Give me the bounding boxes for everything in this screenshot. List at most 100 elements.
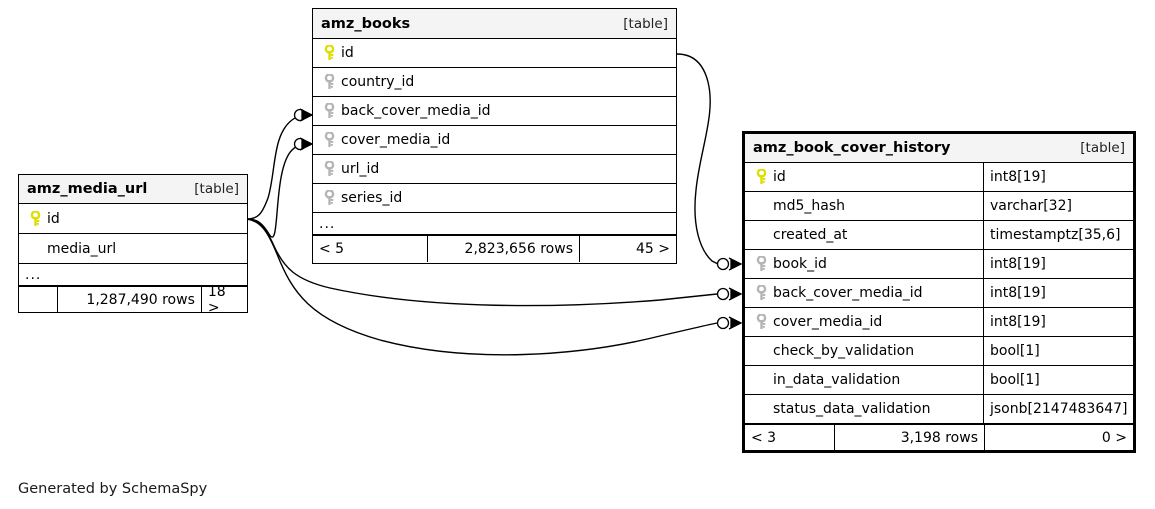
column-name: country_id (341, 74, 415, 90)
column-name: media_url (47, 240, 117, 257)
table-type-tag: [table] (194, 181, 239, 197)
edge-media-url-to-books-back-cover (246, 114, 303, 220)
column-type: int8[19] (983, 279, 1133, 307)
footer-row-count: 2,823,656 rows (428, 236, 580, 262)
more-columns-indicator[interactable]: ... (19, 264, 247, 286)
table-row[interactable]: back_cover_media_id int8[19] (745, 279, 1133, 308)
table-row[interactable]: cover_media_id int8[19] (745, 308, 1133, 337)
table-row[interactable]: series_id (313, 184, 676, 213)
table-amz-book-cover-history[interactable]: amz_book_cover_history [table] id int8[1… (742, 131, 1136, 453)
column-type: int8[19] (983, 250, 1133, 278)
table-row[interactable]: status_data_validation jsonb[2147483647] (745, 395, 1133, 424)
column-cell: check_by_validation (745, 337, 983, 365)
column-type: varchar[32] (983, 192, 1133, 220)
column-cell: series_id (313, 184, 676, 212)
column-name: id (341, 45, 354, 61)
column-name: cover_media_id (341, 132, 451, 148)
table-row[interactable]: check_by_validation bool[1] (745, 337, 1133, 366)
footer-next-count[interactable]: 45 > (636, 241, 670, 257)
footer-row-count: 1,287,490 rows (58, 287, 202, 313)
more-columns-indicator[interactable]: ... (313, 213, 676, 235)
column-name: md5_hash (773, 198, 846, 214)
column-cell: created_at (745, 221, 983, 249)
column-name: url_id (341, 161, 380, 177)
column-name: id (773, 169, 786, 185)
table-type-tag: [table] (623, 15, 668, 32)
key-icon-foreign (751, 285, 771, 301)
column-type: bool[1] (983, 366, 1133, 394)
column-type: bool[1] (983, 337, 1133, 365)
key-icon-foreign (751, 256, 771, 272)
edge-endpoint-circle (293, 137, 307, 151)
edge-endpoint-circle (716, 287, 730, 301)
key-icon-primary (25, 210, 45, 227)
column-name: created_at (773, 227, 848, 243)
table-row[interactable]: media_url (19, 234, 247, 264)
column-cell: id (19, 204, 247, 233)
column-cell: country_id (313, 68, 676, 96)
column-type: jsonb[2147483647] (983, 395, 1133, 423)
column-cell: status_data_validation (745, 395, 983, 423)
column-cell: book_id (745, 250, 983, 278)
key-icon-primary (751, 169, 771, 185)
footer-next-count[interactable]: 18 > (207, 284, 226, 316)
column-cell: md5_hash (745, 192, 983, 220)
footer-prev-count[interactable] (19, 287, 59, 313)
key-icon-foreign (751, 314, 771, 330)
edge-endpoint-circle (716, 316, 730, 330)
key-icon-foreign (319, 74, 339, 90)
table-row[interactable]: book_id int8[19] (745, 250, 1133, 279)
edge-endpoint-circle (716, 257, 730, 271)
column-cell: url_id (313, 155, 676, 183)
key-icon-foreign (319, 161, 339, 177)
column-type: timestamptz[35,6] (983, 221, 1133, 249)
crowsfoot-arrow-filled (730, 257, 743, 271)
table-amz-books[interactable]: amz_books [table] id (312, 8, 677, 264)
table-row[interactable]: country_id (313, 68, 676, 97)
column-cell: id (745, 163, 983, 191)
table-row[interactable]: in_data_validation bool[1] (745, 366, 1133, 395)
crowsfoot-arrow (299, 108, 312, 122)
column-cell: back_cover_media_id (745, 279, 983, 307)
table-row[interactable]: back_cover_media_id (313, 97, 676, 126)
column-cell: cover_media_id (745, 308, 983, 336)
table-row[interactable]: cover_media_id (313, 126, 676, 155)
column-name: check_by_validation (773, 343, 915, 359)
crowsfoot-arrow (728, 287, 741, 301)
column-name: back_cover_media_id (773, 285, 923, 301)
edge-endpoint-circle (293, 108, 307, 122)
table-row[interactable]: url_id (313, 155, 676, 184)
table-row[interactable]: id int8[19] (745, 163, 1133, 192)
column-cell: cover_media_id (313, 126, 676, 154)
crowsfoot-arrow-filled (730, 287, 743, 301)
edge-books-to-bch-book-id (676, 53, 719, 265)
crowsfoot-arrow (299, 137, 312, 151)
table-row[interactable]: id (313, 39, 676, 68)
table-header-amz-book-cover-history: amz_book_cover_history [table] (745, 134, 1133, 163)
column-name: cover_media_id (773, 314, 883, 330)
footer-prev-count[interactable]: < 3 (745, 425, 835, 450)
table-row[interactable]: md5_hash varchar[32] (745, 192, 1133, 221)
footer-next-count[interactable]: 0 > (1101, 429, 1127, 446)
table-footer-amz-media-url: 1,287,490 rows 18 > (19, 284, 247, 316)
crowsfoot-arrow-filled (301, 108, 314, 122)
key-icon-foreign (319, 190, 339, 206)
column-cell: id (313, 39, 676, 67)
column-cell: media_url (19, 234, 247, 263)
crowsfoot-arrow (728, 257, 741, 271)
column-name: series_id (341, 190, 403, 206)
table-amz-media-url[interactable]: amz_media_url [table] id media_url (18, 174, 248, 316)
crowsfoot-arrow-filled (301, 137, 314, 151)
column-cell: back_cover_media_id (313, 97, 676, 125)
footer-prev-count[interactable]: < 5 (313, 236, 428, 262)
table-name: amz_book_cover_history (753, 140, 951, 156)
generated-by-note: Generated by SchemaSpy (18, 481, 208, 497)
table-row[interactable]: id (19, 204, 247, 234)
edge-media-url-to-books-cover (246, 143, 303, 238)
table-header-amz-books: amz_books [table] (313, 9, 676, 39)
key-icon-foreign (319, 132, 339, 148)
table-footer-amz-book-cover-history: < 3 3,198 rows 0 > (745, 424, 1133, 450)
column-type: int8[19] (983, 308, 1133, 336)
table-row[interactable]: created_at timestamptz[35,6] (745, 221, 1133, 250)
table-footer-amz-books: < 5 2,823,656 rows 45 > (313, 235, 676, 262)
